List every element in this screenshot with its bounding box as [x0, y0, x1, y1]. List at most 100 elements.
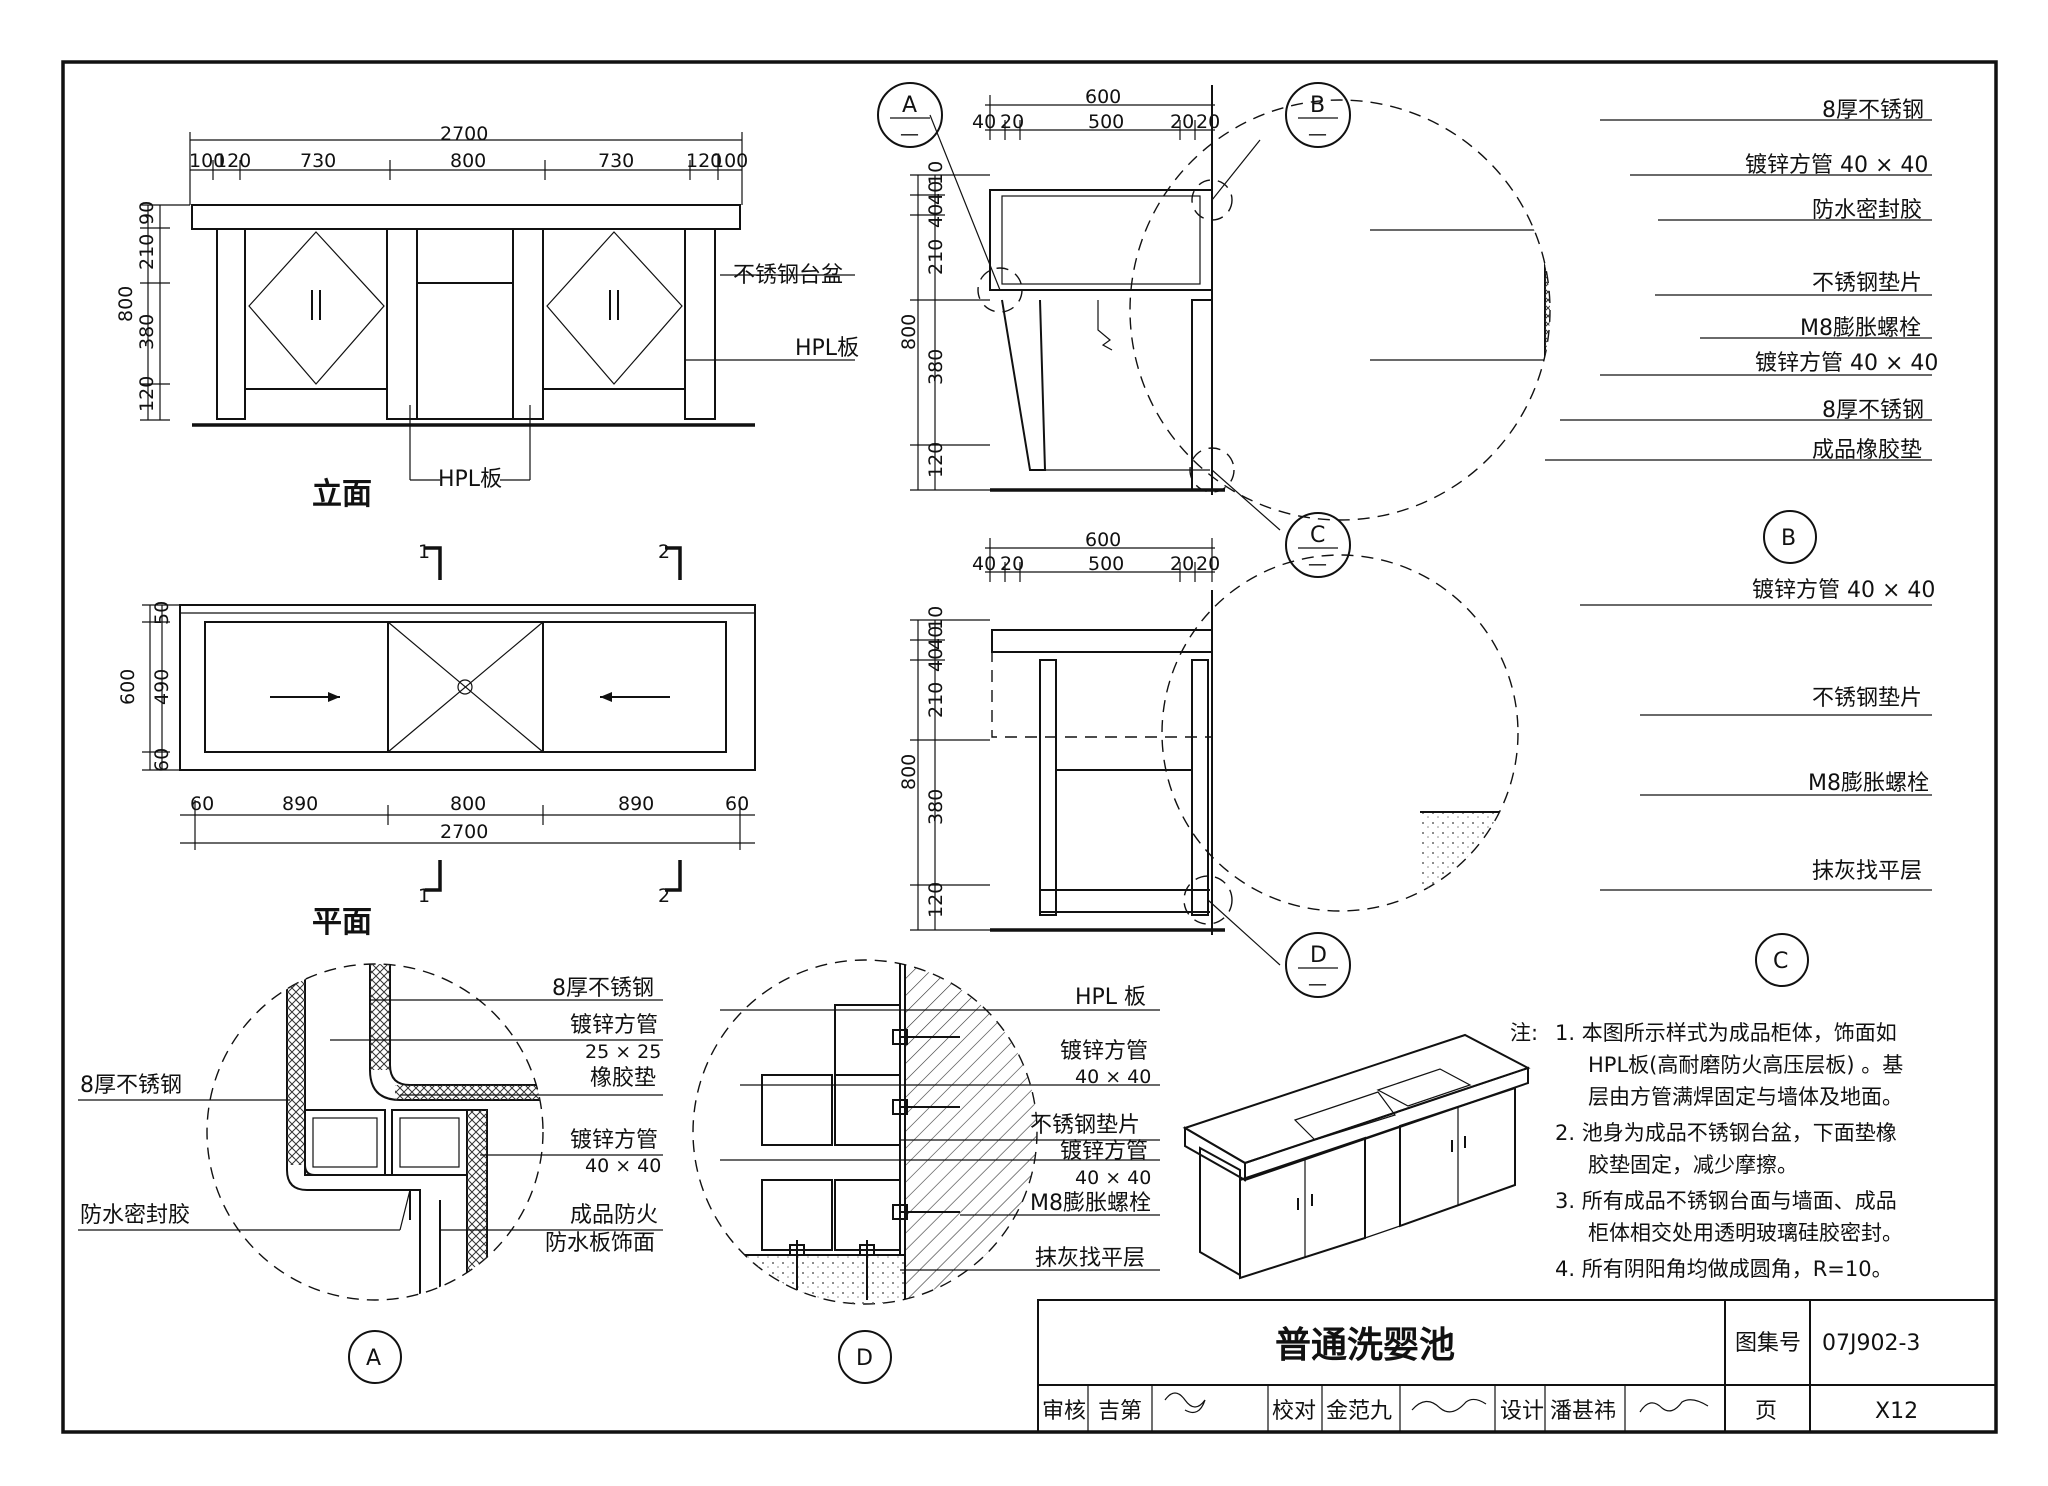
- detailB-label-2: 镀锌方管 40 × 40: [1745, 153, 1928, 178]
- plan-w-1: 60: [190, 793, 214, 815]
- plan-w-2: 890: [282, 793, 318, 815]
- detailA-left-label-2: 防水密封胶: [80, 1203, 190, 1228]
- detailD-label-1: HPL 板: [1075, 985, 1146, 1010]
- elev-dim-2: 120: [215, 150, 251, 172]
- drawing-title: 普通洗婴池: [1275, 1325, 1455, 1366]
- section-mark-1-top: 1: [418, 541, 430, 563]
- designer-signature: [1639, 1399, 1709, 1413]
- sec1-callout-b-sub: —: [1308, 123, 1327, 145]
- design-label: 设计: [1500, 1399, 1544, 1424]
- elev-dim-5: 730: [598, 150, 634, 172]
- square-tube-40x40: [1570, 245, 1655, 360]
- right-cabinet-door: [542, 228, 686, 390]
- sec2-callout-d-sub: —: [1308, 973, 1327, 995]
- detailD-label-2: 镀锌方管: [1060, 1039, 1148, 1064]
- note-line-7: 柜体相交处用透明玻璃硅胶密封。: [1588, 1221, 1903, 1245]
- plan-depth-total: 600: [117, 669, 139, 705]
- detailA-label-6: 40 × 40: [585, 1155, 661, 1177]
- note-line-8: 4. 所有阴阳角均做成圆角，R=10。: [1555, 1257, 1893, 1281]
- elev-total-width: 2700: [440, 123, 488, 145]
- detailC-label-3: M8膨胀螺栓: [1808, 771, 1929, 796]
- reviewer-signature: [1164, 1392, 1206, 1413]
- note-line-5: 胶垫固定，减少摩擦。: [1588, 1153, 1798, 1177]
- plan-total-width: 2700: [440, 821, 488, 843]
- detailB-label-8: 成品橡胶垫: [1812, 438, 1922, 463]
- detailA-label-7: 成品防火: [570, 1203, 658, 1228]
- elev-dim-3: 730: [300, 150, 336, 172]
- sec1-w-3: 500: [1088, 111, 1124, 133]
- sec1-w-4: 20: [1170, 111, 1194, 133]
- note-line-2: HPL板(高耐磨防火高压层板) 。基: [1588, 1053, 1903, 1077]
- elev-dim-6: 120: [686, 150, 722, 172]
- detailD-tube-2: [761, 1074, 833, 1146]
- sec1-h-6: 120: [925, 442, 947, 478]
- plan-depth-1: 50: [151, 601, 173, 625]
- elev-height-total: 800: [115, 286, 137, 322]
- detailD-label-4: 不锈钢垫片: [1030, 1113, 1140, 1138]
- drain-hole: [457, 679, 473, 695]
- elev-h-4: 120: [136, 376, 158, 412]
- detailD-label-8: 抹灰找平层: [1035, 1246, 1145, 1271]
- callout-C-marker: [1285, 512, 1351, 578]
- detail-C: 镀锌方管 40 × 40 不锈钢垫片 M8膨胀螺栓 抹灰找平层 C: [1161, 554, 1935, 987]
- detailB-label-6: 镀锌方管 40 × 40: [1755, 351, 1938, 376]
- section-mark-1-bottom: 1: [418, 885, 430, 907]
- detailD-label-6: 40 × 40: [1075, 1167, 1151, 1189]
- elev-dim-1: 100: [189, 150, 225, 172]
- sec2-w-3: 500: [1088, 553, 1124, 575]
- detailB-marker: [1763, 510, 1817, 564]
- sec2-h-6: 120: [925, 882, 947, 918]
- elev-h-2: 210: [136, 234, 158, 270]
- sec2-h-5: 380: [925, 789, 947, 825]
- elevation-view: 2700 100 120 730 800 730 120 100 800 90 …: [115, 123, 859, 512]
- detailD-letter: D: [856, 1346, 873, 1371]
- sheet-border: [61, 60, 1998, 1434]
- sec1-h-3: 40: [925, 204, 947, 228]
- sec2-total-width: 600: [1085, 529, 1121, 551]
- section-1-view: 600 40 20 500 20 20 10 40 40 210 380 120…: [877, 82, 1351, 578]
- detailD-label-7: M8膨胀螺栓: [1030, 1191, 1151, 1216]
- sec1-sink: [989, 189, 1213, 291]
- detailC-label-2: 不锈钢垫片: [1812, 686, 1922, 711]
- elev-label-hpl-right: HPL板: [795, 336, 859, 361]
- detailA-label-3: 25 × 25: [585, 1041, 661, 1063]
- detail-D: HPL 板 镀锌方管 40 × 40 不锈钢垫片 镀锌方管 40 × 40 M8…: [692, 959, 1160, 1384]
- callout-A-marker: [877, 82, 943, 148]
- detailB-label-3: 防水密封胶: [1812, 198, 1922, 223]
- plan-outline: [179, 604, 756, 771]
- sec1-h-1: 10: [925, 161, 947, 185]
- section-mark-2-top: 2: [658, 541, 670, 563]
- countertop: [191, 204, 741, 230]
- center-hpl-panel: [416, 282, 514, 420]
- detailA-label-5: 镀锌方管: [570, 1128, 658, 1153]
- note-line-3: 层由方管满焊固定与墙体及地面。: [1588, 1085, 1903, 1109]
- plan-view: 1 2 1 2 600 50 490 60 60 890 800 890 60 …: [117, 541, 756, 940]
- title-block: 普通洗婴池 图集号 07J902-3 页 X12 审核 吉第 校对 金范九 设计…: [1037, 1299, 1997, 1433]
- sec2-h-3: 40: [925, 648, 947, 672]
- sec1-w-1: 40: [972, 111, 996, 133]
- sec2-h-2: 40: [925, 626, 947, 650]
- atlas-label: 图集号: [1735, 1331, 1801, 1356]
- designer-name: 潘甚祎: [1550, 1399, 1616, 1424]
- detailD-tube-1: [834, 1004, 901, 1076]
- sec1-w-5: 20: [1196, 111, 1220, 133]
- detailD-tube-3: [761, 1179, 833, 1251]
- page-label: 页: [1755, 1399, 1777, 1424]
- note-line-6: 3. 所有成品不锈钢台面与墙面、成品: [1555, 1189, 1897, 1213]
- detailC-label-4: 抹灰找平层: [1812, 859, 1922, 884]
- detail-A: 8厚不锈钢 镀锌方管 25 × 25 橡胶垫 镀锌方管 40 × 40 成品防火…: [78, 963, 663, 1384]
- sec1-h-5: 380: [925, 349, 947, 385]
- page-number: X12: [1875, 1399, 1918, 1424]
- section-2-view: 600 40 20 500 20 20 10 40 40 210 380 120…: [898, 529, 1351, 998]
- isometric-view: [1182, 1033, 1531, 1280]
- callout-B-marker: [1285, 82, 1351, 148]
- checker-name: 金范九: [1326, 1399, 1392, 1424]
- elevation-title: 立面: [312, 477, 372, 512]
- sec2-w-5: 20: [1196, 553, 1220, 575]
- detailC-letter: C: [1773, 949, 1788, 974]
- sec1-h-2: 40: [925, 181, 947, 205]
- detailA-label-2: 镀锌方管: [570, 1013, 658, 1038]
- detailC-square-tube: [1520, 705, 1635, 810]
- detailD-label-3: 40 × 40: [1075, 1066, 1151, 1088]
